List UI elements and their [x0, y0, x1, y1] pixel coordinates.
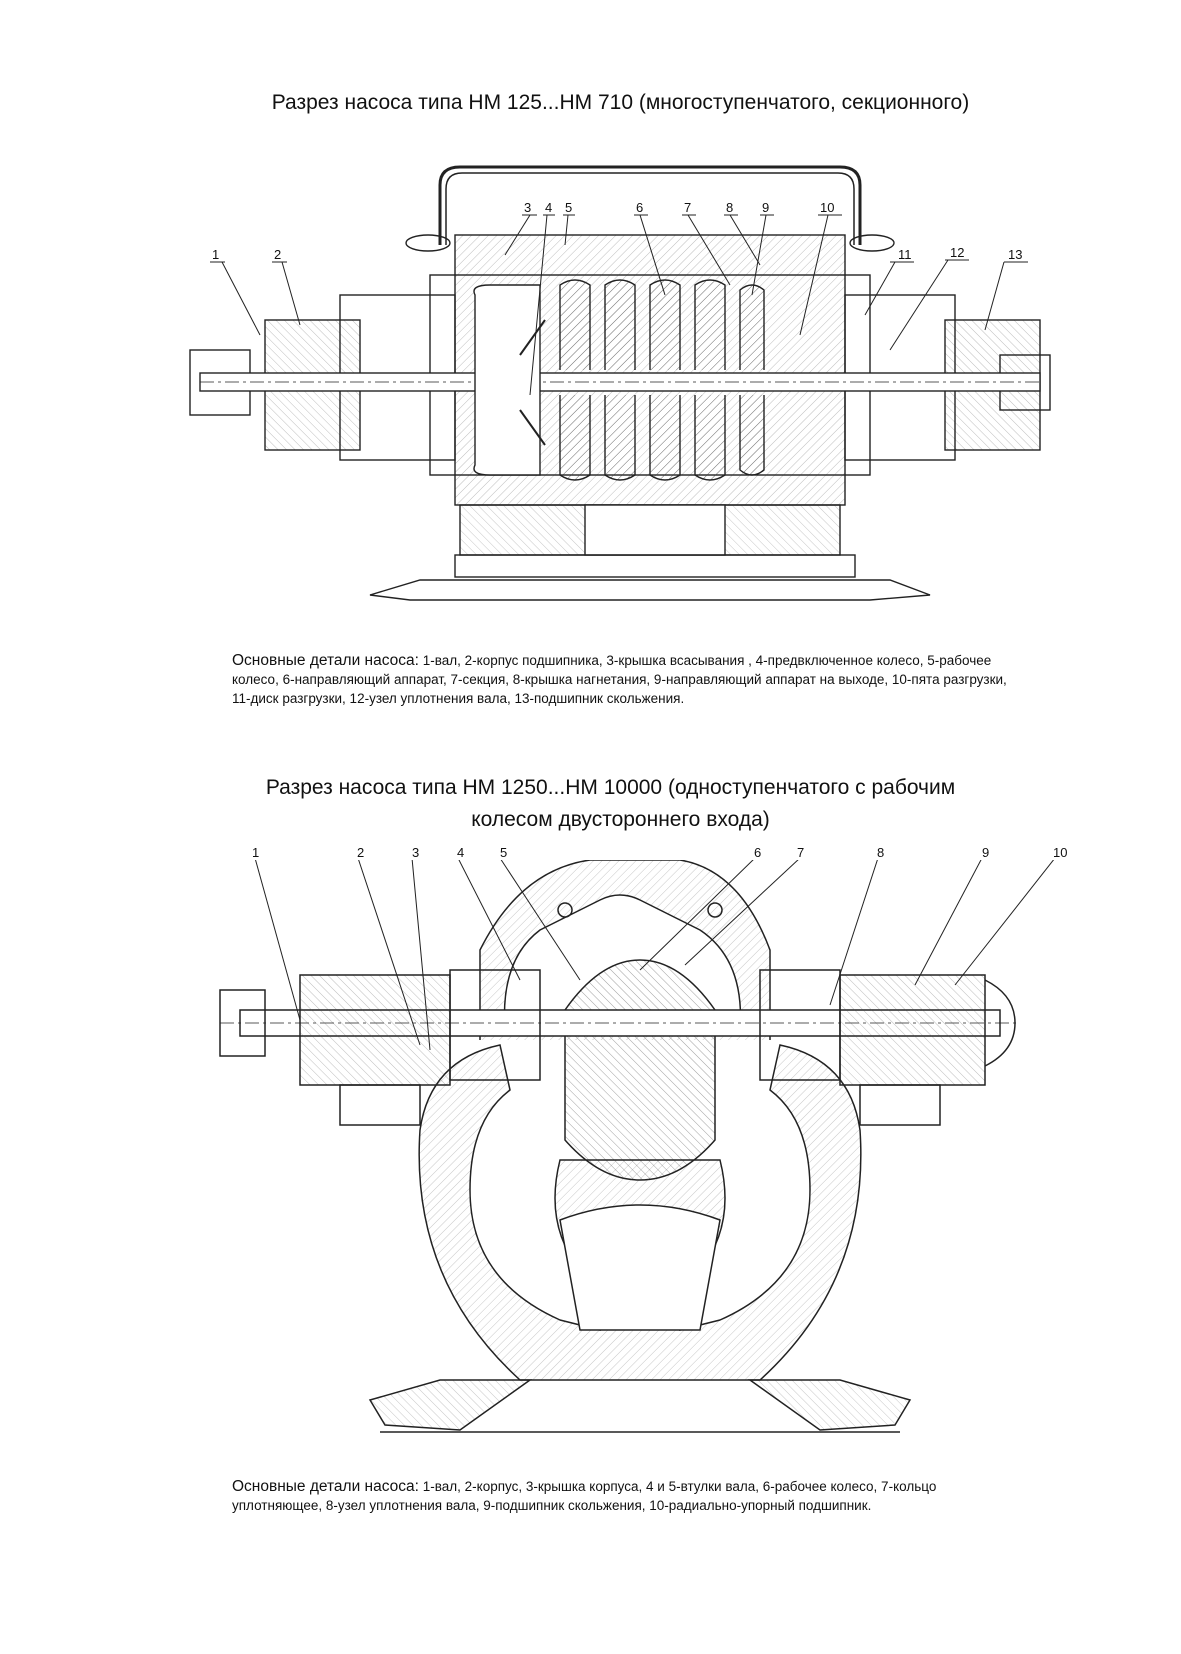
pump2-parts-caption: Основные детали насоса: 1-вал, 2-корпус,…	[232, 1477, 1022, 1515]
pump2-caption-lead: Основные детали насоса:	[232, 1478, 419, 1495]
pump1-part-label: 10	[820, 200, 834, 215]
pump2-cross-section-diagram	[219, 860, 1055, 1433]
pump1-caption-lead: Основные детали насоса:	[232, 652, 419, 669]
pump2-part-label: 1	[252, 845, 259, 860]
pump1-title: Разрез насоса типа НМ 125...НМ 710 (мног…	[271, 91, 970, 114]
pump1-parts-caption: Основные детали насоса: 1-вал, 2-корпус …	[232, 651, 1022, 708]
pump1-part-label: 11	[898, 247, 912, 262]
pump1-part-label: 8	[726, 200, 733, 215]
pump1-part-label: 3	[524, 200, 531, 215]
pump1-part-label: 9	[762, 200, 769, 215]
pump2-part-label: 7	[797, 845, 804, 860]
pump1-part-label: 5	[565, 200, 572, 215]
pump2-title-line1: Разрез насоса типа НМ 1250...НМ 10000 (о…	[265, 776, 956, 799]
pump1-cross-section-diagram: 1 2 3 4 5 6 7 8 9 10 11 12 13	[189, 165, 1051, 601]
pump1-part-label: 7	[684, 200, 691, 215]
pump1-part-label: 6	[636, 200, 643, 215]
pump2-part-label: 3	[412, 845, 419, 860]
pump2-part-label: 10	[1053, 845, 1067, 860]
pump2-part-label: 4	[457, 845, 464, 860]
pump1-caption-text: 1-вал, 2-корпус подшипника, 3-крышка вса…	[232, 653, 1007, 706]
pump2-labels: 1 2 3 4 5 6 7 8 9 10	[252, 845, 1067, 860]
pump2-part-label: 6	[754, 845, 761, 860]
pump2-caption-text: 1-вал, 2-корпус, 3-крышка корпуса, 4 и 5…	[232, 1479, 937, 1513]
pump2-part-label: 9	[982, 845, 989, 860]
pump1-part-label: 4	[545, 200, 552, 215]
pump1-part-label: 2	[274, 247, 281, 262]
pump1-part-label: 13	[1008, 247, 1022, 262]
pump1-part-label: 1	[212, 247, 219, 262]
pump1-part-label: 12	[950, 245, 964, 260]
pump2-part-label: 2	[357, 845, 364, 860]
pump2-part-label: 5	[500, 845, 507, 860]
pump2-title-line2: колесом двустороннего входа)	[471, 808, 770, 831]
pump2-part-label: 8	[877, 845, 884, 860]
